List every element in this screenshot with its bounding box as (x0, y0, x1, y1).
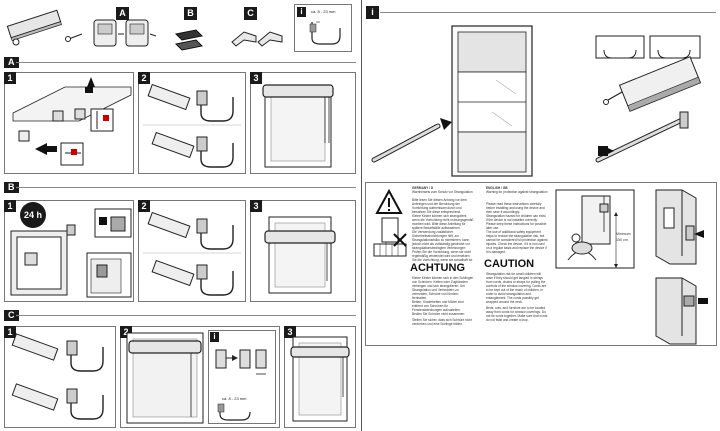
safety-en-title: CAUTION (484, 258, 535, 270)
step-c2-gap-diagram (217, 403, 251, 421)
section-b-rule (16, 187, 356, 188)
step-b2-number: 2 (138, 200, 150, 212)
warning-triangle-icon (375, 188, 403, 214)
section-i-rule (380, 12, 716, 13)
parts-info-label: i (297, 7, 306, 17)
safety-en-header: ENGLISH / GB (486, 186, 508, 190)
step-b3-number: 3 (250, 200, 262, 212)
safety-en-subheading: Warning for protection against strangula… (486, 190, 548, 194)
section-c-rule (16, 315, 356, 316)
safety-en-paragraph-3: The use of additional safety equipment h… (486, 230, 548, 254)
step-b2-bracket-clip-illustration (143, 211, 241, 296)
part-a-label: A (116, 7, 129, 20)
step-c2-gap-info-box (208, 330, 276, 424)
step-b1-24h-badge: 24 h (20, 202, 46, 228)
safety-en-paragraph-4: Strangulation risk for small children wi… (486, 272, 547, 304)
section-b-header: B (4, 182, 19, 193)
safety-de-subheading: Warnhinweis zum Schutz vor Strangulation (412, 190, 473, 194)
part-c-angle-brackets-illustration (231, 31, 283, 47)
section-i-window-insert-illustration (371, 25, 533, 177)
safety-de-header: GERMANY / D (412, 186, 434, 190)
safety-de-paragraph-8: Stellen Sie sicher, dass sich Schnüre ni… (412, 318, 472, 326)
step-a1-number: 1 (4, 72, 16, 84)
roller-blind-cassette-illustration (6, 9, 62, 46)
part-c-label: C (244, 7, 257, 20)
safety-de-paragraph-3: Die Verwendung zusätzlicher Sicherheitse… (412, 230, 470, 250)
parts-gap-text: ca. 8 - 23 mm (311, 9, 336, 14)
step-c1-number: 1 (4, 326, 16, 338)
safety-de-paragraph-6: Betten, Kinderbetten und Möbel sind entf… (412, 300, 464, 312)
step-b1-number: 1 (4, 200, 16, 212)
step-a3-mounted-blind-illustration (262, 84, 334, 168)
step-a2-number: 2 (138, 72, 150, 84)
step-a3-number: 3 (250, 72, 262, 84)
part-b-label: B (184, 7, 197, 20)
section-i-header: i (366, 6, 379, 19)
step-b1-window-frame-illustration (10, 208, 132, 298)
part-b-pads-illustration (174, 29, 204, 51)
safety-de-paragraph-5: Kleine Kinder können sich in den Schling… (412, 276, 474, 300)
step-c2-clip-detail-illustration (215, 349, 267, 375)
step-c2-gap-text: ca. 8 - 23 mm (222, 396, 247, 401)
safety-de-paragraph-1: Bitte lesen Sie diesen Anhang vor dem An… (412, 198, 467, 214)
cord-cleat-wall-illustration (655, 189, 708, 345)
screw-illustration (65, 33, 83, 42)
parts-gap-diagram (309, 21, 341, 45)
step-c2-info-label: i (210, 332, 219, 342)
safety-de-paragraph-4: Prüfen Sie die Vorrichtung, wenn sie nic… (412, 250, 473, 262)
page-divider (361, 0, 362, 431)
step-c2-frame-mount-illustration (126, 332, 204, 424)
child-height-warning-illustration (555, 189, 635, 269)
section-a-header: A (4, 57, 19, 68)
section-a-rule (16, 62, 356, 63)
step-b3-mounted-blind-illustration (264, 216, 336, 294)
safety-en-paragraph-2: Strangulation hazard for children can ex… (486, 214, 547, 230)
step-c1-bracket-clip-illustration (11, 333, 104, 420)
crib-near-window-warning-illustration (373, 217, 407, 257)
min-height-label: Minimum (616, 232, 631, 236)
step-a2-panel (138, 72, 246, 174)
section-c-header: C (4, 310, 19, 321)
step-c3-mounted-blind-illustration (290, 336, 350, 422)
safety-de-paragraph-2: Kleine Kinder können sich stranguliere, … (412, 214, 474, 230)
step-a1-wall-mount-illustration (12, 77, 132, 166)
section-i-bracket-detail-illustration (595, 35, 702, 163)
step-c3-number: 3 (284, 326, 296, 338)
safety-en-paragraph-1: Please read these instructions carefully… (486, 202, 545, 214)
safety-de-paragraph-7: Bedien Sie Schnüre nicht zusammen. (412, 312, 466, 316)
part-a-clip-illustration (93, 19, 157, 47)
min-height-value: 150 cm (616, 238, 628, 242)
step-a2-bracket-clip-illustration (143, 83, 241, 168)
safety-en-paragraph-5: Beds, cots, and furniture are to be loca… (486, 306, 548, 322)
safety-de-title: ACHTUNG (410, 262, 465, 274)
